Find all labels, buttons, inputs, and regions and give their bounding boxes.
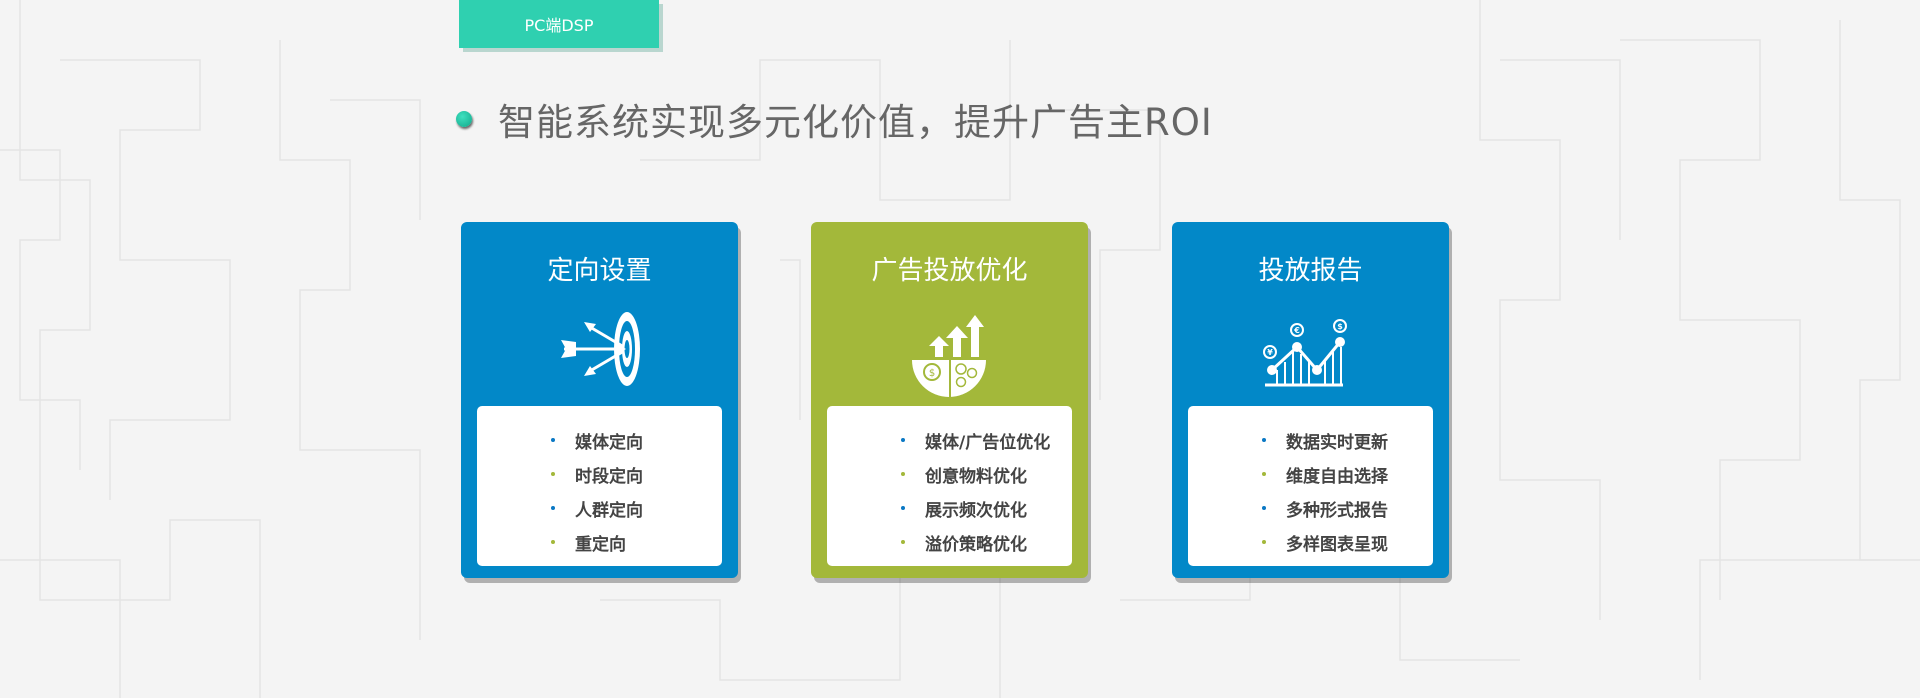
list-item: 维度自由选择 xyxy=(1188,457,1433,491)
feature-panel: 数据实时更新 维度自由选择 多种形式报告 多样图表呈现 xyxy=(1188,406,1433,566)
list-item-label: 媒体/广告位优化 xyxy=(925,432,1051,453)
bullet-icon xyxy=(551,506,555,510)
card-targeting: 定向设置 媒体定向 时段定向 人群定向 重定向 xyxy=(461,222,738,578)
list-item: 媒体/广告位优化 xyxy=(827,423,1072,457)
list-item: 创意物料优化 xyxy=(827,457,1072,491)
list-item: 重定向 xyxy=(477,525,722,559)
list-item-label: 人群定向 xyxy=(575,500,643,521)
bullet-icon xyxy=(1262,540,1266,544)
feature-list: 数据实时更新 维度自由选择 多种形式报告 多样图表呈现 xyxy=(1188,423,1433,559)
feature-panel: 媒体/广告位优化 创意物料优化 展示频次优化 溢价策略优化 xyxy=(827,406,1072,566)
list-item: 数据实时更新 xyxy=(1188,423,1433,457)
currency-line-chart-icon: ¥ € $ xyxy=(1263,319,1347,387)
dollar-icon: $ xyxy=(1337,322,1343,331)
list-item: 多种形式报告 xyxy=(1188,491,1433,525)
card-ad-optimization: 广告投放优化 $ 媒体/广告位优化 创意物料优化 展示频次优化 溢价策略优化 xyxy=(811,222,1088,578)
section-tab[interactable]: PC端DSP xyxy=(459,0,659,48)
list-item-label: 重定向 xyxy=(575,534,626,555)
card-title: 投放报告 xyxy=(1258,256,1363,286)
bullet-icon xyxy=(1262,438,1266,442)
yen-icon: ¥ xyxy=(1267,348,1273,357)
section-tab-label: PC端DSP xyxy=(524,16,594,35)
list-item-label: 时段定向 xyxy=(575,466,643,487)
feature-list: 媒体定向 时段定向 人群定向 重定向 xyxy=(477,423,722,559)
bullet-icon xyxy=(901,472,905,476)
card-title: 广告投放优化 xyxy=(871,256,1028,286)
list-item: 媒体定向 xyxy=(477,423,722,457)
headline-text: 智能系统实现多元化价值，提升广告主ROI xyxy=(498,101,1213,144)
list-item-label: 创意物料优化 xyxy=(925,466,1027,487)
bullet-icon xyxy=(901,540,905,544)
bullet-icon xyxy=(901,438,905,442)
list-item: 人群定向 xyxy=(477,491,722,525)
bullet-icon xyxy=(901,506,905,510)
list-item-label: 多种形式报告 xyxy=(1286,500,1388,521)
list-item-label: 展示频次优化 xyxy=(925,500,1027,521)
svg-text:$: $ xyxy=(929,368,935,379)
card-reports: 投放报告 ¥ € $ 数据实时更新 维度自由选择 多种形式报告 多样图表呈现 xyxy=(1172,222,1449,578)
bullet-icon xyxy=(1262,506,1266,510)
euro-icon: € xyxy=(1293,326,1300,335)
list-item-label: 溢价策略优化 xyxy=(925,534,1027,555)
bullet-icon xyxy=(551,472,555,476)
list-item: 溢价策略优化 xyxy=(827,525,1072,559)
headline: 智能系统实现多元化价值，提升广告主ROI xyxy=(456,92,1213,146)
feature-list: 媒体/广告位优化 创意物料优化 展示频次优化 溢价策略优化 xyxy=(827,423,1072,559)
target-arrows-icon xyxy=(561,312,640,386)
money-growth-icon: $ xyxy=(912,315,986,400)
bullet-icon xyxy=(551,540,555,544)
bullet-icon xyxy=(1262,472,1266,476)
list-item: 时段定向 xyxy=(477,457,722,491)
list-item-label: 维度自由选择 xyxy=(1286,466,1388,487)
list-item: 展示频次优化 xyxy=(827,491,1072,525)
list-item-label: 多样图表呈现 xyxy=(1286,534,1388,555)
list-item-label: 媒体定向 xyxy=(575,432,643,453)
feature-panel: 媒体定向 时段定向 人群定向 重定向 xyxy=(477,406,722,566)
bullet-dot-icon xyxy=(456,111,472,127)
card-title: 定向设置 xyxy=(547,256,652,286)
list-item-label: 数据实时更新 xyxy=(1286,432,1388,453)
list-item: 多样图表呈现 xyxy=(1188,525,1433,559)
bullet-icon xyxy=(551,438,555,442)
